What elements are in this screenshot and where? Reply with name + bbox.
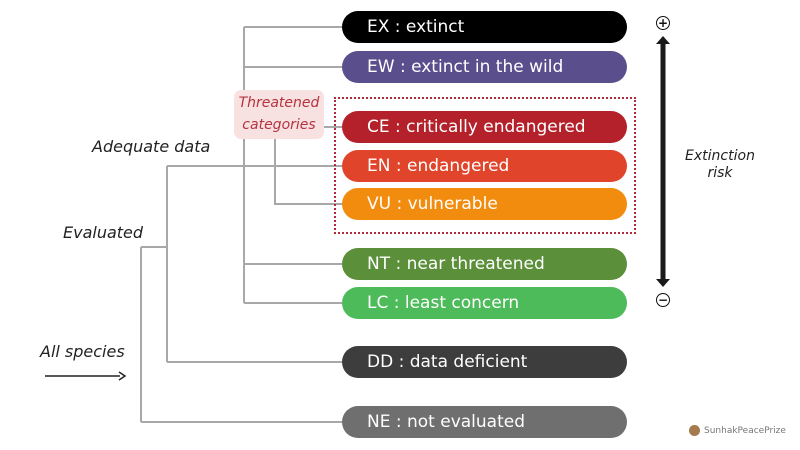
extinction-risk-label: Extinction risk [680,148,760,182]
watermark-text: SunhakPeacePrize [704,425,786,436]
all-branch [140,246,342,423]
category-dd: DD : data deficient [342,346,627,378]
evaluated-branch [166,165,342,363]
category-lc: LC : least concern [342,287,627,319]
logo-icon [689,425,700,436]
threatened-box [334,97,636,234]
pill-label: VU : vulnerable [367,194,498,214]
category-ne: NE : not evaluated [342,406,627,438]
pill-label: EW : extinct in the wild [367,57,564,77]
threatened-branch [274,126,342,205]
evaluated-label: Evaluated [63,223,144,242]
risk-line2: risk [707,165,733,181]
extinction-risk-arrow [656,36,670,287]
pill-label: DD : data deficient [367,352,528,372]
threatened-line1: Threatened [238,95,320,111]
threatened-categories-label: Threatened categories [234,90,324,139]
pill-label: EX : extinct [367,17,465,37]
category-ce: CE : critically endangered [342,111,627,143]
pill-label: NE : not evaluated [367,412,526,432]
risk-line1: Extinction [685,148,755,164]
all-species-arrow [45,371,127,381]
pill-label: LC : least concern [367,293,520,313]
category-nt: NT : near threatened [342,248,627,280]
category-vu: VU : vulnerable [342,188,627,220]
plus-icon: + [656,16,670,30]
adequate-data-label: Adequate data [92,137,211,156]
category-en: EN : endangered [342,150,627,182]
pill-label: EN : endangered [367,156,510,176]
threatened-line2: categories [242,117,316,133]
all-species-label: All species [40,342,125,361]
minus-icon: − [656,293,670,307]
category-ew: EW : extinct in the wild [342,51,627,83]
pill-label: NT : near threatened [367,254,545,274]
category-ex: EX : extinct [342,11,627,43]
pill-label: CE : critically endangered [367,117,586,137]
watermark: SunhakPeacePrize [689,425,786,436]
